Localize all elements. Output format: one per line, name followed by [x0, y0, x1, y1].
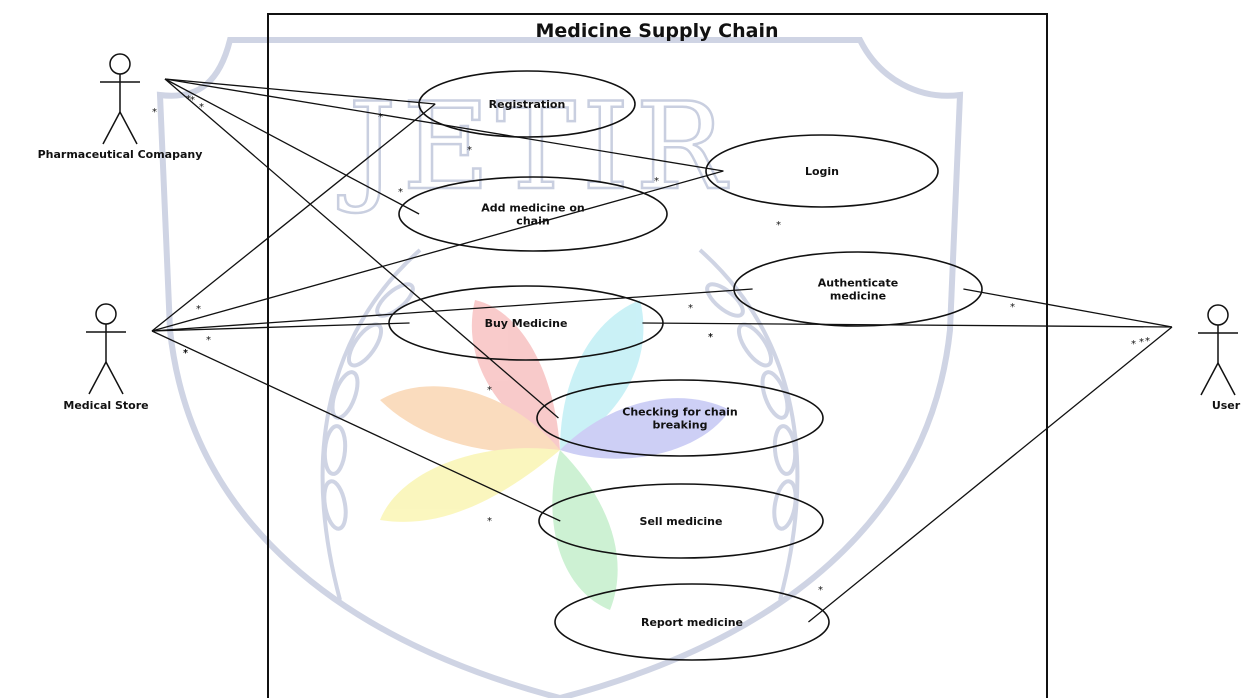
use-case-buy: Buy Medicine [388, 285, 664, 361]
multiplicity-mark: * [152, 107, 157, 118]
use-case-sell: Sell medicine [538, 483, 824, 559]
multiplicity-mark: * [708, 332, 713, 343]
multiplicity-mark: * [487, 385, 492, 396]
actor-label-user: User [1212, 399, 1241, 412]
multiplicity-mark: * [206, 335, 211, 346]
actor-figure-part [1200, 362, 1219, 396]
actor-figure-part [1207, 304, 1229, 326]
use-case-ellipse [388, 285, 664, 361]
watermark-petal-blue [560, 398, 730, 459]
use-case-label: breaking [653, 419, 708, 432]
multiplicity-mark: * [776, 220, 781, 231]
association-layer: ************************ [151, 78, 1173, 623]
association-user-report [808, 326, 1173, 623]
association-pharma-add-medicine [164, 78, 420, 215]
watermark-wreath-left [320, 248, 422, 601]
association-store-registration [151, 103, 436, 332]
system-title: Medicine Supply Chain [536, 20, 779, 42]
watermark-petal-cyan [560, 300, 644, 450]
multiplicity-mark: * [487, 516, 492, 527]
use-case-ellipse [536, 379, 824, 457]
use-case-label: Sell medicine [640, 515, 723, 528]
use-case-label: Report medicine [641, 616, 743, 629]
multiplicity-mark: * [654, 176, 659, 187]
use-case-ellipse [418, 70, 636, 138]
watermark-petal-orange [380, 386, 560, 453]
use-case-label: Checking for chain [622, 406, 737, 419]
actor-figure-part [1217, 362, 1236, 396]
actor-figure-part [95, 303, 117, 325]
actor-figure-part [109, 53, 131, 75]
actor-figure-part [119, 111, 138, 145]
use-case-ellipse [538, 483, 824, 559]
multiplicity-mark: * [688, 303, 693, 314]
watermark-flower [380, 300, 730, 610]
actor-figure-part [102, 111, 121, 145]
multiplicity-mark: * [190, 95, 195, 106]
actor-figure-part [88, 361, 107, 395]
actor-user [1198, 304, 1238, 396]
use-case-label: Authenticate [818, 277, 898, 290]
use-case-registration: Registration [418, 70, 636, 138]
use-case-label: chain [516, 215, 549, 228]
actor-store [86, 303, 126, 395]
use-case-label: Add medicine on [481, 202, 584, 215]
watermark-petal-yellow [380, 448, 560, 522]
use-case-label: Registration [489, 98, 566, 111]
association-store-authenticate [151, 288, 753, 332]
watermark: JETIR [156, 37, 964, 698]
multiplicity-mark: * [183, 348, 188, 359]
association-pharma-checking [164, 78, 559, 419]
association-store-buy [151, 322, 410, 332]
multiplicity-mark: * [818, 585, 823, 596]
association-user-buy [642, 322, 1173, 328]
multiplicity-mark: * [183, 348, 188, 359]
association-user-authenticate [963, 288, 1173, 328]
multiplicity-mark: * [1010, 302, 1015, 313]
multiplicity-mark: * [398, 187, 403, 198]
actor-label-pharma: Pharmaceutical Comapany [38, 148, 203, 161]
use-case-ellipse [733, 251, 983, 327]
multiplicity-mark: * [708, 332, 713, 343]
system-boundary [267, 13, 1048, 698]
multiplicity-mark: * [1131, 339, 1136, 350]
multiplicity-mark: * [183, 348, 188, 359]
watermark-wreath-right [698, 248, 800, 601]
association-store-sell [151, 330, 561, 522]
use-case-label: medicine [830, 290, 886, 303]
association-pharma-registration [164, 78, 436, 105]
actor-label-store: Medical Store [63, 399, 148, 412]
multiplicity-mark: * [196, 304, 201, 315]
use-case-report: Report medicine [554, 583, 830, 661]
actor-figure-part [105, 361, 124, 395]
actor-pharma [100, 53, 140, 145]
multiplicity-mark: * [467, 145, 472, 156]
use-case-ellipse [554, 583, 830, 661]
multiplicity-mark: * [378, 112, 383, 123]
watermark-petal-green [552, 450, 618, 610]
use-case-label: Buy Medicine [485, 317, 568, 330]
use-case-login: Login [705, 134, 939, 208]
use-case-label: Login [805, 165, 839, 178]
multiplicity-mark: * [1145, 336, 1150, 347]
use-case-ellipse [705, 134, 939, 208]
multiplicity-mark: * [1139, 337, 1144, 348]
use-case-ellipse [398, 176, 668, 252]
association-store-login [151, 170, 724, 332]
multiplicity-mark: * [199, 102, 204, 113]
